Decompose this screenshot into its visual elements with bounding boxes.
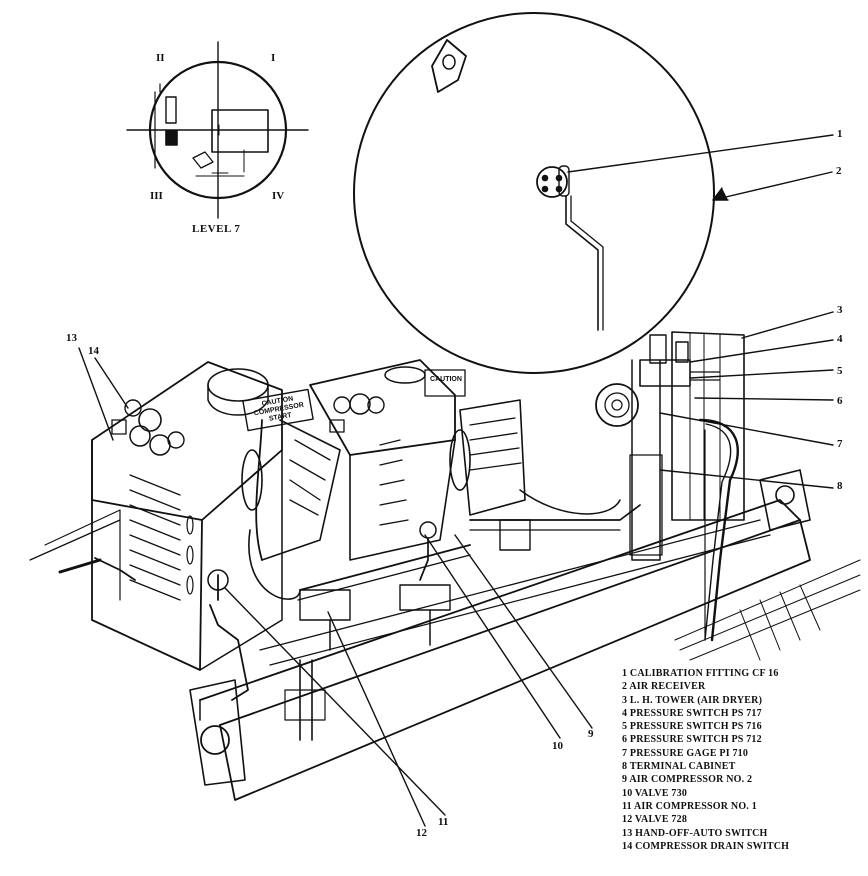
air-compressor-no-1	[58, 361, 471, 741]
callout-number: 13	[66, 332, 77, 344]
level-7-inset	[126, 41, 309, 219]
callout-number: 2	[836, 165, 842, 177]
quadrant-iv-label: IV	[272, 190, 285, 202]
legend-item: 9 AIR COMPRESSOR NO. 2	[622, 774, 753, 786]
callout-number: 5	[837, 365, 843, 377]
legend-item: 6 PRESSURE SWITCH PS 712	[622, 734, 762, 746]
legend-item: 8 TERMINAL CABINET	[622, 761, 736, 773]
air-receiver	[353, 12, 715, 374]
air-dryer-tower	[595, 331, 745, 642]
legend-item: 3 L. H. TOWER (AIR DRYER)	[622, 694, 763, 706]
callout-number: 9	[588, 728, 594, 740]
legend-item: 5 PRESSURE SWITCH PS 716	[622, 721, 762, 733]
legend-item: 4 PRESSURE SWITCH PS 717	[622, 707, 762, 719]
callout-number: 7	[837, 438, 843, 450]
quadrant-iii-label: III	[150, 190, 163, 202]
air-compressor-no-2	[299, 359, 641, 651]
quadrant-i-label: I	[271, 52, 276, 64]
caution-sign-right: CAUTION	[427, 376, 465, 384]
legend-item: 1 CALIBRATION FITTING CF 16	[622, 668, 779, 679]
base-frame	[29, 469, 861, 801]
callout-number: 6	[837, 395, 843, 407]
callout-number: 11	[438, 816, 449, 828]
callout-number: 12	[416, 827, 427, 839]
caution-sign-right-line: CAUTION	[430, 376, 462, 383]
legend-item: 10 VALVE 730	[622, 787, 688, 799]
leader-lines	[78, 134, 834, 827]
level-title: LEVEL 7	[192, 223, 241, 235]
legend-item: 11 AIR COMPRESSOR NO. 1	[622, 800, 757, 812]
legend-item: 7 PRESSURE GAGE PI 710	[622, 747, 749, 759]
legend-item: 13 HAND-OFF-AUTO SWITCH	[622, 827, 768, 839]
callout-number: 3	[837, 304, 843, 316]
callout-number: 10	[552, 740, 563, 752]
quadrant-ii-label: II	[156, 52, 165, 64]
legend-item: 12 VALVE 728	[622, 814, 688, 826]
callout-number: 8	[837, 480, 843, 492]
legend-item: 14 COMPRESSOR DRAIN SWITCH	[622, 840, 790, 852]
parts-legend: 1 CALIBRATION FITTING CF 16 2 AIR RECEIV…	[622, 667, 789, 853]
callout-number: 4	[837, 333, 843, 345]
callout-number: 1	[837, 128, 843, 140]
callout-number: 14	[88, 345, 99, 357]
legend-item: 2 AIR RECEIVER	[622, 681, 706, 693]
